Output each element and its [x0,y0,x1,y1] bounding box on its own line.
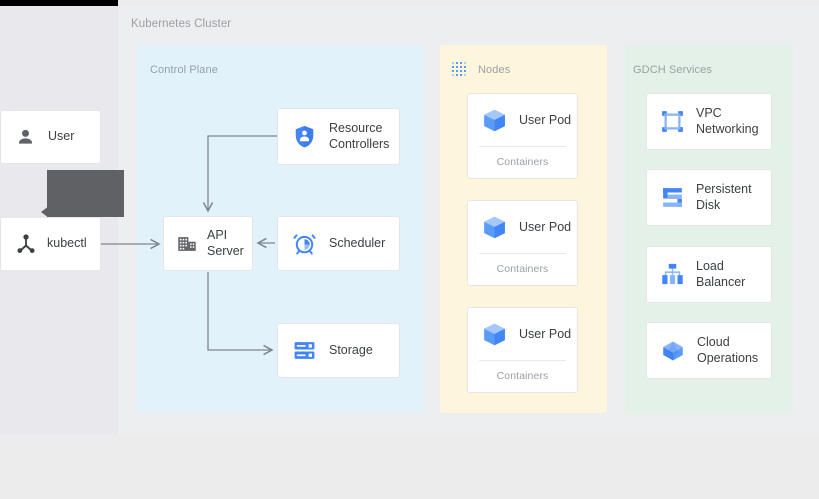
node-resource-controllers[interactable]: Resource Controllers [277,108,400,165]
node-scheduler-label: Scheduler [329,235,386,250]
cloud-operations-icon [660,338,686,364]
pod-header: User Pod [468,94,577,146]
card-persistent-disk[interactable]: Persistent Disk [646,169,772,226]
vpc-network-icon [660,109,685,134]
node-kubectl-label: kubectl [47,236,87,251]
server-rack-icon [292,338,317,363]
pod-label: User Pod [519,113,572,127]
alarm-clock-icon [292,231,317,256]
node-api-server-label: API Server [207,228,244,258]
person-icon [15,127,36,148]
pod-containers-label: Containers [496,263,549,275]
dotted-grid-icon [451,61,469,79]
card-user-pod[interactable]: User Pod Containers [467,93,578,179]
card-label: Persistent Disk [696,182,752,212]
shield-person-icon [292,124,317,149]
node-user-label: User [48,129,75,144]
card-load-balancer[interactable]: Load Balancer [646,246,772,303]
kubectl-node-icon [15,233,37,255]
panel-label-control-plane: Control Plane [150,64,218,76]
pod-header: User Pod [468,308,577,360]
panel-label-nodes: Nodes [478,64,511,76]
node-resource-controllers-label: Resource Controllers [329,121,390,151]
card-user-pod[interactable]: User Pod Containers [467,307,578,393]
card-vpc-networking[interactable]: VPC Networking [646,93,772,150]
panel-label-gdch-services: GDCH Services [633,64,712,76]
card-cloud-operations[interactable]: Cloud Operations [646,322,772,379]
top-black-bar [0,0,118,6]
pod-header: User Pod [468,201,577,253]
pod-divider [479,146,566,147]
node-api-server[interactable]: API Server [163,216,253,271]
node-scheduler[interactable]: Scheduler [277,216,400,271]
building-icon [176,233,198,255]
pod-label: User Pod [519,327,572,341]
cube-icon [481,321,508,348]
node-storage[interactable]: Storage [277,323,400,378]
tooltip-overlay [47,170,124,217]
pod-divider [479,253,566,254]
pod-label: User Pod [519,220,572,234]
cube-icon [481,214,508,241]
cube-icon [481,107,508,134]
load-balancer-icon [660,262,685,287]
persistent-disk-icon [660,185,685,210]
pod-containers-label: Containers [496,370,549,382]
tooltip-pointer [41,206,49,218]
card-label: Load Balancer [696,259,746,289]
node-storage-label: Storage [329,342,373,357]
card-label: Cloud Operations [697,335,759,365]
pod-containers-label: Containers [496,156,549,168]
node-kubectl[interactable]: kubectl [0,217,101,271]
bottom-background [0,435,819,499]
card-label: VPC Networking [696,106,759,136]
pod-divider [479,360,566,361]
page-title: Kubernetes Cluster [131,18,232,30]
card-user-pod[interactable]: User Pod Containers [467,200,578,286]
node-user[interactable]: User [0,110,101,164]
